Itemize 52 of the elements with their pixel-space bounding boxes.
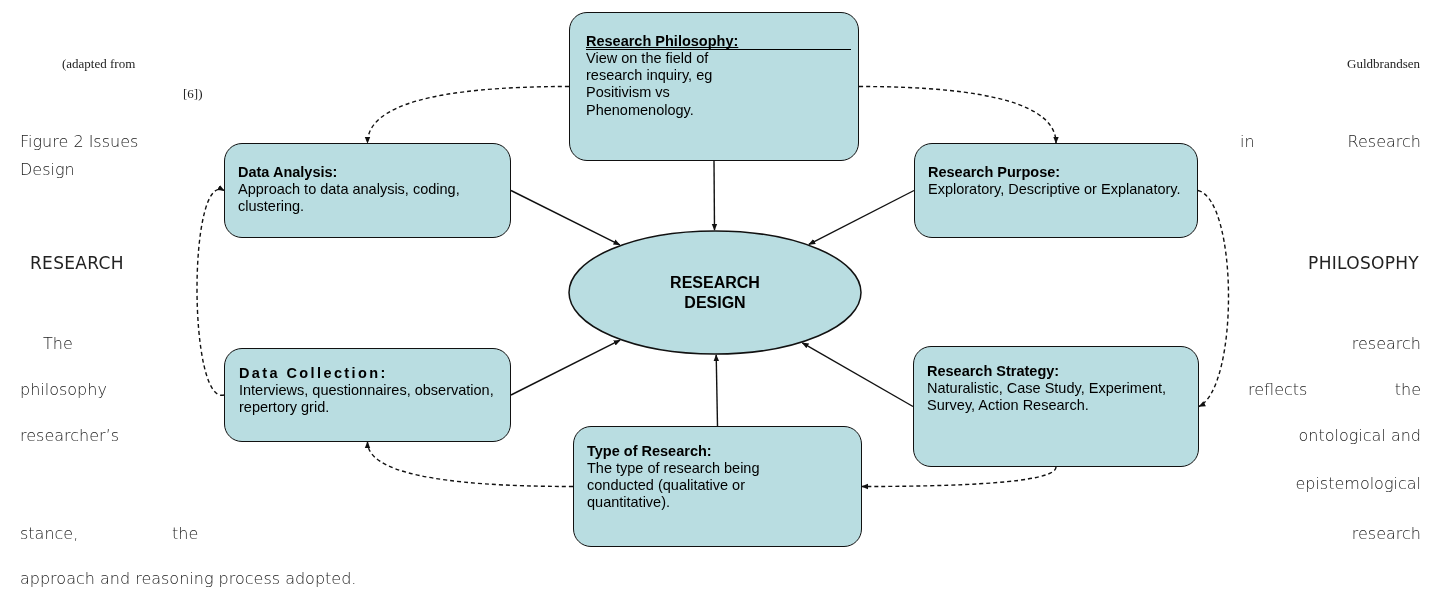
topic-box (573, 426, 862, 547)
box-description: The type of research being conducted (qualitative or quantitative). (587, 460, 761, 512)
page-text: epistemological (1295, 474, 1421, 493)
page-text: research (1351, 334, 1421, 353)
ellipse-label: RESEARCH DESIGN (669, 273, 761, 312)
box-description: Approach to data analysis, coding, clustering. (238, 181, 461, 216)
arrow (711, 160, 718, 231)
section-heading: RESEARCH (30, 253, 124, 273)
topic-box (224, 348, 511, 442)
box-description: View on the field of research inquiry, eg Positivism vs Phenomenology. (586, 50, 714, 119)
page-text: approach and reasoning process adopted. (20, 569, 357, 588)
page-text: the (1394, 380, 1421, 399)
page-text: [6]) (183, 86, 203, 102)
topic-box (914, 143, 1198, 238)
page-text: Design (20, 160, 75, 179)
page-text: reflects (1248, 380, 1308, 399)
dashed-arrow (858, 85, 1058, 144)
section-heading: PHILOSOPHY (1308, 253, 1419, 273)
arrow (713, 354, 720, 427)
page-text: ontological and (1298, 426, 1421, 445)
arrow (808, 189, 915, 246)
box-description: Interviews, questionnaires, observation, repertory grid. (239, 382, 495, 417)
topic-box (913, 346, 1199, 467)
box-heading: Research Purpose: (928, 164, 1062, 182)
page-text: (adapted from (62, 56, 136, 72)
box-description: Naturalistic, Case Study, Experiment, Survey, Action Research. (927, 380, 1168, 415)
box-heading: Research Philosophy: (586, 34, 851, 51)
box-heading: Research Strategy: (927, 363, 1061, 381)
dashed-arrow (1197, 189, 1230, 408)
page-text: research (1351, 524, 1421, 543)
arrow (801, 342, 914, 408)
box-heading: Type of Research: (587, 443, 713, 461)
dashed-arrow (861, 466, 1057, 490)
page-text: researcher’s (20, 426, 120, 445)
page-text: Guldbrandsen (1347, 56, 1420, 72)
page-text: Research (1347, 132, 1421, 151)
page-text: the (172, 524, 199, 543)
arrow (510, 189, 621, 246)
page-text: in (1240, 132, 1255, 151)
box-description: Exploratory, Descriptive or Explanatory. (928, 181, 1182, 199)
box-heading: Data Collection: (239, 365, 389, 383)
arrow (510, 339, 621, 396)
page-text: The (43, 334, 73, 353)
page-text: stance, (20, 524, 79, 543)
topic-box (569, 12, 859, 161)
dashed-arrow (196, 187, 225, 396)
dashed-arrow (365, 85, 570, 144)
box-heading: Data Analysis: (238, 164, 339, 182)
topic-box (224, 143, 511, 238)
page-text: Figure 2 Issues (20, 132, 139, 151)
page-text: philosophy (20, 380, 107, 399)
dashed-arrow (366, 441, 574, 488)
